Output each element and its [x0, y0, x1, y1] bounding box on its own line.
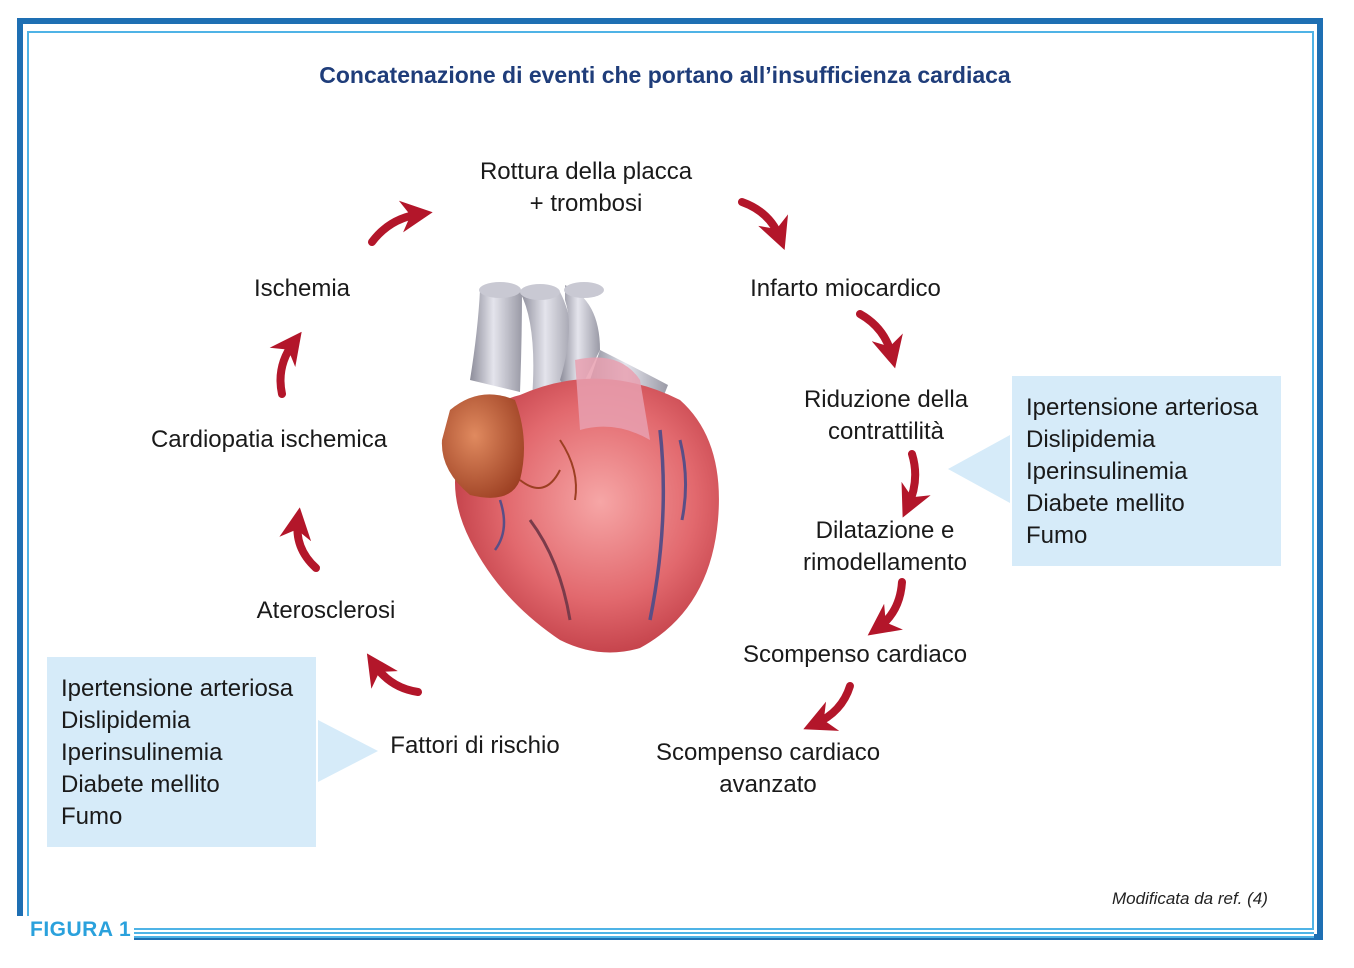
- node-dilatation-line-1: Dilatazione e: [815, 517, 955, 544]
- arrow-contractility-to-dilatation: [901, 450, 931, 518]
- figure-label-mask: [12, 916, 134, 948]
- node-plaque-rupture-line-2: + trombosi: [529, 190, 643, 217]
- node-atherosclerosis: Aterosclerosi: [256, 597, 396, 624]
- heart-illustration: [441, 282, 719, 653]
- vessel-right: [560, 285, 600, 400]
- node-plaque-rupture-line-1: Rottura della placca: [479, 158, 693, 185]
- pulmonary-trunk: [575, 357, 650, 440]
- risk-left-item: Dislipidemia: [61, 707, 191, 734]
- arrow-infarct-to-contractility: [856, 310, 903, 369]
- arrow-dilatation-to-heart-failure: [867, 578, 906, 636]
- atrium: [441, 394, 524, 498]
- source-credit: Modificata da ref. (4): [1112, 889, 1268, 908]
- node-advanced-line-1: Scompenso cardiaco: [655, 739, 881, 766]
- node-myocardial-infarction: Infarto miocardico: [750, 275, 941, 302]
- node-contractility-reduction: Riduzione della contrattilità: [796, 384, 976, 448]
- node-plaque-rupture: Rottura della placca + trombosi: [470, 156, 702, 220]
- node-contractility-line-2: contrattilità: [827, 418, 945, 445]
- node-contractility-line-1: Riduzione della: [803, 386, 969, 413]
- node-dilatation: Dilatazione e rimodellamento: [792, 515, 978, 579]
- right-box-pointer: [948, 435, 1010, 503]
- figure-label-bar: [134, 928, 1314, 938]
- arrow-cardiopathy-to-ischemia: [269, 331, 302, 398]
- risk-right-item: Diabete mellito: [1026, 490, 1185, 517]
- arrow-risk-to-atherosclerosis: [366, 653, 422, 696]
- node-dilatation-line-2: rimodellamento: [802, 549, 968, 576]
- risk-box-left: Ipertensione arteriosa Dislipidemia Iper…: [47, 657, 316, 847]
- node-risk-factors: Fattori di rischio: [390, 732, 560, 759]
- arrow-heart-failure-to-advanced: [803, 682, 854, 731]
- risk-left-item: Iperinsulinemia: [61, 739, 223, 766]
- node-ischemia: Ischemia: [253, 275, 351, 302]
- risk-right-item: Fumo: [1026, 522, 1088, 549]
- node-advanced-heart-failure: Scompenso cardiaco avanzato: [648, 737, 888, 801]
- arrow-plaque-to-infarct: [738, 198, 789, 250]
- risk-box-right: Ipertensione arteriosa Dislipidemia Iper…: [1012, 376, 1281, 566]
- diagram-title: Concatenazione di eventi che portano all…: [319, 62, 1011, 88]
- risk-left-item: Fumo: [61, 803, 123, 830]
- node-ischemic-cardiopathy: Cardiopatia ischemica: [150, 426, 388, 453]
- node-heart-failure: Scompenso cardiaco: [742, 641, 968, 668]
- vessel-left: [470, 290, 522, 392]
- risk-right-item: Ipertensione arteriosa: [1026, 394, 1259, 421]
- arrow-ischemia-to-plaque: [368, 200, 433, 246]
- node-advanced-line-2: avanzato: [719, 771, 817, 798]
- risk-left-item: Diabete mellito: [61, 771, 220, 798]
- risk-right-item: Iperinsulinemia: [1026, 458, 1188, 485]
- risk-right-item: Dislipidemia: [1026, 426, 1156, 453]
- figure-label: FIGURA 1: [30, 918, 132, 941]
- left-box-pointer: [318, 720, 378, 782]
- arrow-atherosclerosis-to-cardiopathy: [279, 507, 320, 572]
- risk-left-item: Ipertensione arteriosa: [61, 675, 294, 702]
